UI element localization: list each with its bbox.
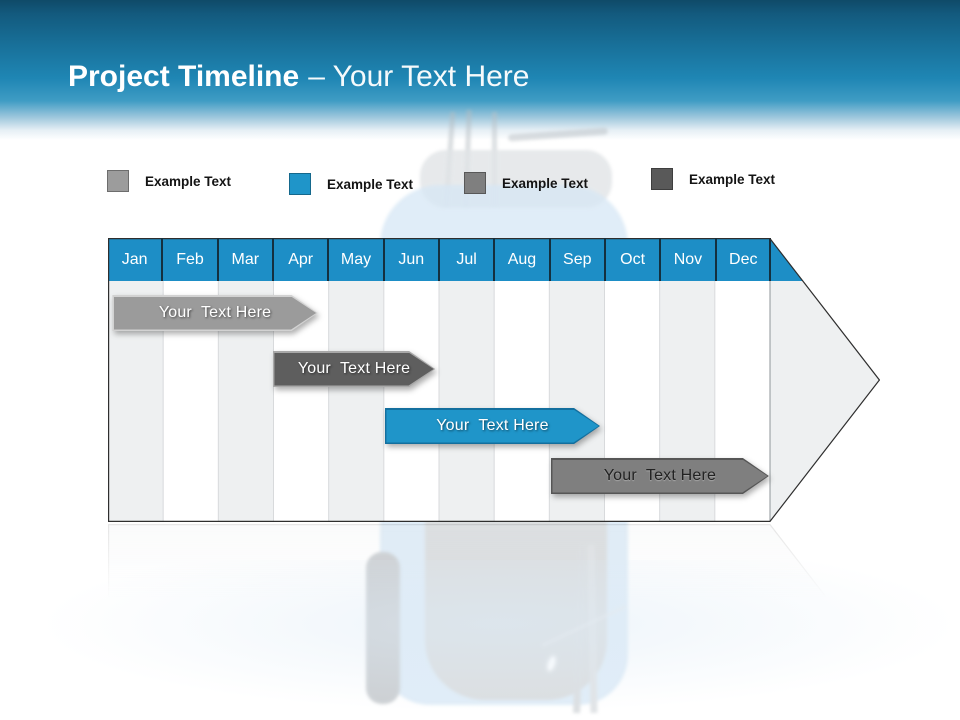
slide-title: Project Timeline– Your Text Here xyxy=(68,60,529,94)
timeline-chart: Jan Feb Mar Apr May Jun Jul Aug Sep Oct … xyxy=(108,238,880,522)
bag-zipper-pull-icon xyxy=(542,651,561,676)
legend-label: Example Text xyxy=(689,171,776,187)
timeline-bar: Your Text Here xyxy=(385,408,600,444)
bar-fill xyxy=(552,460,767,493)
month-cell: Nov xyxy=(659,238,714,281)
legend-item: Example Text xyxy=(107,170,231,192)
legend-item: Example Text xyxy=(464,172,588,194)
bar-fill xyxy=(114,297,316,330)
legend-label: Example Text xyxy=(145,173,232,189)
timeline-bar: Your Text Here xyxy=(551,458,769,494)
legend-label: Example Text xyxy=(502,175,589,191)
slide-title-light: – Your Text Here xyxy=(308,60,530,93)
month-cell: Jul xyxy=(437,238,493,281)
month-cell: Jun xyxy=(382,238,438,281)
month-cell: Apr xyxy=(271,238,327,281)
month-cell: Sep xyxy=(548,238,604,281)
legend-item: Example Text xyxy=(651,168,775,190)
bar-fill xyxy=(386,410,598,443)
bar-label: Your Text Here xyxy=(603,467,717,484)
month-cell: May xyxy=(327,238,382,281)
slide-header-band xyxy=(0,0,960,140)
bag-zipper-seam-icon xyxy=(541,605,627,647)
month-cell: Mar xyxy=(216,238,272,281)
legend-item: Example Text xyxy=(289,173,413,195)
month-cell: Jan xyxy=(121,250,148,268)
bag-stand-leg-icon xyxy=(587,544,598,714)
bar-label: Your Text Here xyxy=(158,304,272,321)
month-cell: Feb xyxy=(161,238,216,281)
bag-pod-icon xyxy=(366,552,400,704)
timeline-bar: Your Text Here xyxy=(273,351,435,387)
month-cell: Aug xyxy=(493,238,548,281)
bottom-reflection-tint xyxy=(0,560,960,720)
month-cell: Oct xyxy=(603,238,659,281)
legend-swatch xyxy=(651,168,673,190)
legend-swatch xyxy=(107,170,129,192)
legend-swatch xyxy=(464,172,486,194)
timeline-bar: Your Text Here xyxy=(112,295,317,331)
legend-label: Example Text xyxy=(327,176,414,192)
month-cell: Dec xyxy=(714,238,770,281)
bag-stand-leg-icon xyxy=(573,544,586,714)
slide-title-bold: Project Timeline xyxy=(68,60,300,93)
bar-label: Your Text Here xyxy=(436,417,549,434)
month-header-row: Jan Feb Mar Apr May Jun Jul Aug Sep Oct … xyxy=(108,238,770,281)
legend-swatch xyxy=(289,173,311,195)
bar-fill xyxy=(274,353,433,386)
chart-reflection xyxy=(108,524,880,612)
bar-label: Your Text Here xyxy=(297,360,411,377)
